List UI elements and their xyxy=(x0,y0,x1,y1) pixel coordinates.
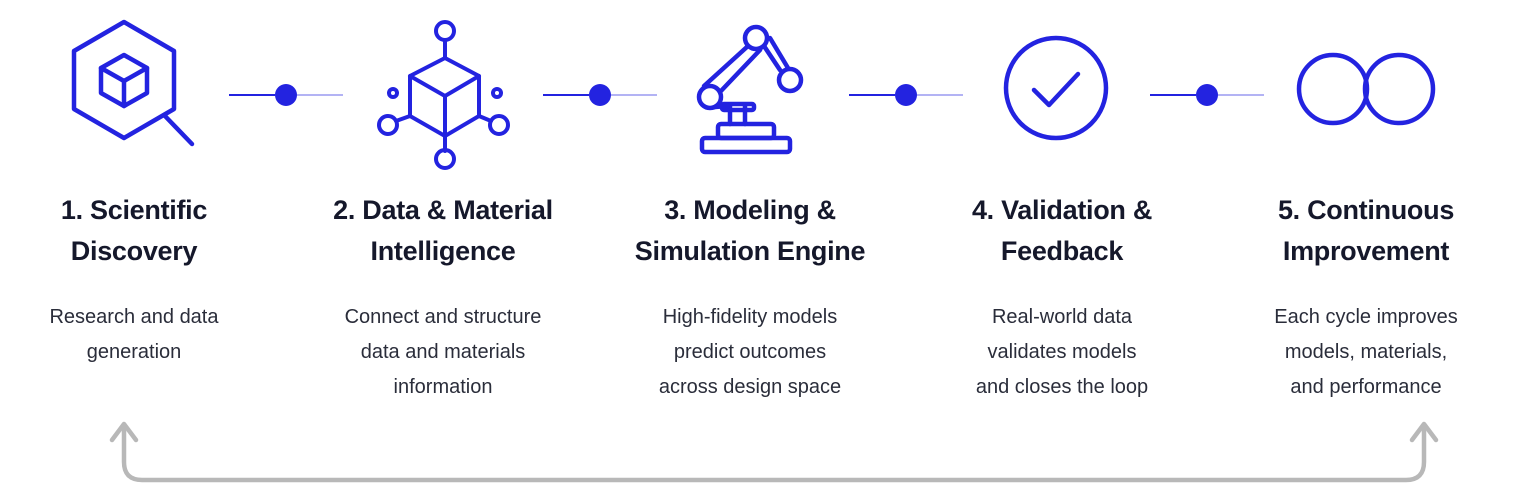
connector-dot xyxy=(1150,84,1264,106)
connector-dot xyxy=(543,84,657,106)
checkmark-circle-icon xyxy=(1002,35,1110,143)
step-1: 1. Scientific Discovery Research and dat… xyxy=(0,190,284,370)
step-description: Research and data generation xyxy=(49,306,219,363)
step-3: 3. Modeling & Simulation Engine High-fid… xyxy=(600,190,900,405)
connector-dot xyxy=(849,84,963,106)
connector-dot xyxy=(229,84,343,106)
step-4: 4. Validation & Feedback Real-world data… xyxy=(912,190,1212,405)
step-title: 5. Continuous Improvement xyxy=(1277,195,1455,266)
step-title: 2. Data & Material Intelligence xyxy=(333,195,553,266)
step-title: 3. Modeling & Simulation Engine xyxy=(634,195,866,266)
cube-network-icon xyxy=(372,16,512,172)
step-title: 1. Scientific Discovery xyxy=(60,195,208,266)
step-5: 5. Continuous Improvement Each cycle imp… xyxy=(1216,190,1516,405)
infinity-rings-icon xyxy=(1295,51,1439,129)
step-description: Real-world data validates models and clo… xyxy=(975,306,1149,398)
step-2: 2. Data & Material Intelligence Connect … xyxy=(293,190,593,405)
step-description: Each cycle improves models, materials, a… xyxy=(1274,306,1458,398)
hexagon-cube-search-icon xyxy=(62,18,202,150)
step-title: 4. Validation & Feedback xyxy=(971,195,1153,266)
step-description: High-fidelity models predict outcomes ac… xyxy=(658,306,842,398)
robotic-arm-icon xyxy=(690,20,816,158)
step-description: Connect and structure data and materials… xyxy=(344,306,542,398)
